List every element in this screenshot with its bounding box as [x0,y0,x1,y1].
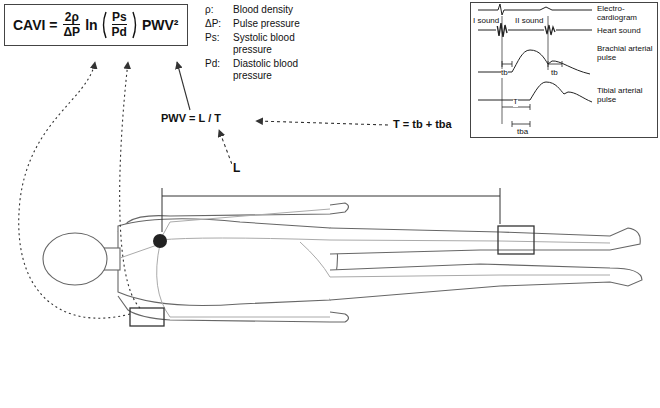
formula-box: CAVI = 2ρΔP ln PsPd PWV² [4,4,188,46]
symbol: ΔP: [204,18,222,30]
symbol: ρ: [204,4,214,16]
definition: Blood density [232,4,294,16]
dimension-label: L [232,162,241,176]
waveform-inset: I sound II sound Electro- cardiogramHeart … [470,2,658,138]
fraction: 2ρΔP [63,11,80,39]
parenthesis [101,10,108,40]
definition: Pulse pressure [232,18,301,30]
interval-label: tb [551,69,558,78]
interval-label: tba [517,128,528,137]
trace-label: Electro- cardiogram [597,5,657,23]
trace-label: Tibial arterial pulse [597,87,657,105]
interval-label: tb [501,69,508,78]
numerator: Ps [112,11,127,24]
dimension-line [162,188,500,232]
sound-label: I sound [473,17,499,26]
vessels [120,209,610,317]
definition: Systolic blood pressure [232,32,326,55]
symbol: Ps: [204,32,220,44]
symbol: Pd: [204,58,221,70]
formula-term: ln [85,17,97,33]
definition: Diastolic blood pressure [232,58,326,81]
fraction: PsPd [112,11,127,39]
denominator: Pd [112,24,127,39]
trace-label: Brachial arterial pulse [597,45,657,63]
sound-label: II sound [515,17,543,26]
heart [153,234,167,248]
formula-term: CAVI = [13,17,57,33]
denominator: ΔP [63,24,80,39]
equation: PWV = L / T [160,112,222,125]
parenthesis [131,10,138,40]
equation: T = tb + tba [392,118,453,131]
formula-term: PWV² [142,17,179,33]
cuffs [130,226,534,326]
numerator: 2ρ [65,11,79,24]
trace-label: Heart sound [597,27,657,36]
arrows [19,62,388,318]
body-figure [43,203,642,322]
interval-label: T [513,98,518,107]
